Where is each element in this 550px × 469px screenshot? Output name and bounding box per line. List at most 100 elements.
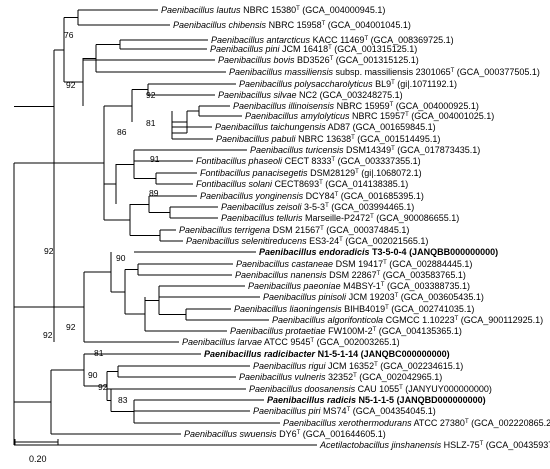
- taxon-name: Paenibacillus algorifonticola: [272, 315, 383, 325]
- accession-number: (GCA_001514495.1): [355, 134, 441, 144]
- type-strain-mark: T: [377, 271, 381, 277]
- taxon-name: Paenibacillus endoradicis: [259, 247, 370, 257]
- taxon-name: Paenibacillus xerothermodurans: [283, 418, 412, 428]
- taxon-strain: N5-1-1-5: [356, 395, 394, 405]
- taxon-name: Paenibacillus pabuli: [216, 134, 297, 144]
- accession-number: (GCA_014138385.1): [323, 179, 409, 189]
- type-strain-mark: T: [391, 80, 395, 86]
- type-strain-mark: T: [351, 135, 355, 141]
- taxon-strain: DY6: [277, 429, 297, 439]
- taxon-name: Paenibacillus yonginensis: [200, 191, 304, 201]
- taxon-name: Paenibacillus doosanensis: [249, 384, 356, 394]
- taxon-strain: DSM 21567: [270, 225, 320, 235]
- taxon-label: Paenibacillus swuensis DY6T (GCA_0016446…: [184, 429, 386, 439]
- type-strain-mark: T: [381, 282, 385, 288]
- taxon-label: Fontibacillus panacisegetis DSM28129T (g…: [200, 168, 422, 178]
- taxon-name: Paenibacillus pini: [210, 44, 281, 54]
- accession-number: (GCA_004001045.1): [325, 20, 411, 30]
- taxon-name: Paenibacillus selenitireducens: [186, 236, 307, 246]
- taxon-name: Paenibacillus chibensis: [173, 20, 267, 30]
- taxon-strain: HSLZ-75: [441, 440, 480, 450]
- taxon-strain: NC2: [297, 90, 318, 100]
- type-strain-mark: T: [391, 146, 395, 152]
- type-strain-mark: T: [339, 237, 343, 243]
- accession-number: (GCA_004000945.1): [300, 5, 386, 15]
- taxon-strain: DSM 22867: [327, 270, 377, 280]
- accession-number: (gi|.1071192.1): [395, 79, 457, 89]
- bootstrap-value: 92: [66, 322, 76, 332]
- taxon-name: Paenibacillus paeoniae: [248, 281, 341, 291]
- type-strain-mark: T: [405, 112, 409, 118]
- taxon-strain: Marseille-P2472: [303, 213, 371, 223]
- type-strain-mark: T: [296, 6, 300, 12]
- taxon-strain: NBRC 15957: [350, 111, 406, 121]
- taxon-label: Paenibacillus pabuli NBRC 13638T (GCA_00…: [216, 134, 440, 144]
- taxon-name: Paenibacillus protaetiae: [230, 326, 326, 336]
- accession-number: (GCA_002741035.1): [389, 304, 475, 314]
- taxon-label: Paenibacillus xerothermodurans ATCC 2738…: [283, 418, 550, 428]
- type-strain-mark: T: [297, 430, 301, 436]
- taxon-name: Paenibacillus pinisoli: [263, 292, 347, 302]
- type-strain-mark: T: [455, 316, 459, 322]
- accession-number: (GCA_004354045.1): [350, 406, 436, 416]
- accession-number: (GCA_003994465.1): [329, 202, 415, 212]
- taxon-strain: NBRC 15958: [266, 20, 322, 30]
- taxon-label: Paenibacillus rigui JCM 16352T (GCA_0022…: [253, 361, 463, 371]
- taxon-name: Fontibacillus solani: [196, 179, 273, 189]
- taxon-label: Paenibacillus polysaccharolyticus BL9T (…: [239, 79, 457, 89]
- type-strain-mark: T: [451, 68, 455, 74]
- bootstrap-value: 86: [117, 127, 127, 137]
- taxon-name: Paenibacillus terrigena: [179, 225, 270, 235]
- taxon-strain: JCM 16418: [280, 44, 329, 54]
- taxon-name: Paenibacillus silvae: [218, 90, 297, 100]
- taxon-name: Paenibacillus amylolyticus: [245, 111, 350, 121]
- tree-branches: [13, 9, 317, 446]
- taxon-name: Paenibacillus massiliensis: [229, 67, 334, 77]
- taxon-name: Paenibacillus swuensis: [184, 429, 277, 439]
- accession-number: (GCA_001644605.1): [300, 429, 386, 439]
- taxon-name: Paenibacillus castaneae: [236, 259, 333, 269]
- taxon-name: Paenibacillus vulneris: [239, 372, 326, 382]
- taxon-label: Paenibacillus nanensis DSM 22867T (GCA_0…: [235, 270, 466, 280]
- taxon-label: Paenibacillus antarcticus KACC 11469T (G…: [211, 35, 454, 45]
- taxon-label: Paenibacillus taichungensis AD87 (GCA_00…: [215, 122, 436, 132]
- bootstrap-value: 76: [64, 30, 74, 40]
- bootstrap-value: 92: [66, 80, 76, 90]
- taxon-label: Paenibacillus algorifonticola CGMCC 1.10…: [272, 315, 543, 325]
- accession-number: (GCA_003388735.1): [384, 281, 470, 291]
- taxon-strain: ATCC 27380: [412, 418, 465, 428]
- taxon-strain: BL9: [373, 79, 392, 89]
- taxon-label: Paenibacillus radicis N5-1-1-5 (JANQBD00…: [267, 395, 486, 405]
- bootstrap-value: 92: [44, 246, 54, 256]
- accession-number: (JANQBD000000000): [394, 395, 486, 405]
- taxon-label: Paenibacillus chibensis NBRC 15958T (GCA…: [173, 20, 411, 30]
- bootstrap-value: 90: [88, 370, 98, 380]
- taxon-name: Paenibacillus turicensis: [250, 145, 344, 155]
- accession-number: (GCA_000374845.1): [324, 225, 410, 235]
- accession-number: (GCA_003337355.1): [335, 156, 421, 166]
- taxon-strain: JCM 16352: [326, 361, 375, 371]
- taxon-name: Paenibacillus bovis: [218, 55, 295, 65]
- taxon-strain: NBRC 15959: [334, 101, 390, 111]
- accession-number: (GCA_002884445.1): [387, 259, 473, 269]
- taxon-label: Paenibacillus turicensis DSM14349T (GCA_…: [250, 145, 480, 155]
- accession-number: (GCA_001315125.1): [333, 55, 419, 65]
- accession-number: (GCA_002021565.1): [343, 236, 429, 246]
- taxon-strain: DCY84: [303, 191, 335, 201]
- taxon-name: Paenibacillus polysaccharolyticus: [239, 79, 373, 89]
- type-strain-mark: T: [335, 192, 339, 198]
- type-strain-mark: T: [325, 203, 329, 209]
- type-strain-mark: T: [310, 338, 314, 344]
- taxon-name: Paenibacillus piri: [253, 406, 322, 416]
- type-strain-mark: T: [390, 102, 394, 108]
- taxon-label: Paenibacillus protaetiae FW100M-2T (GCA_…: [230, 326, 462, 336]
- taxon-label: Paenibacillus larvae ATCC 9545T (GCA_002…: [182, 337, 400, 347]
- taxon-label: Paenibacillus telluris Marseille-P2472T …: [221, 213, 459, 223]
- taxon-label: Paenibacillus pini JCM 16418T (GCA_00131…: [210, 44, 417, 54]
- taxon-name: Fontibacillus phaseoli: [196, 156, 283, 166]
- accession-number: (gi|.1068072.1): [359, 168, 422, 178]
- taxon-label: Paenibacillus pinisoli JCM 19203T (GCA_0…: [263, 292, 484, 302]
- taxon-strain: NBRC 13638: [296, 134, 352, 144]
